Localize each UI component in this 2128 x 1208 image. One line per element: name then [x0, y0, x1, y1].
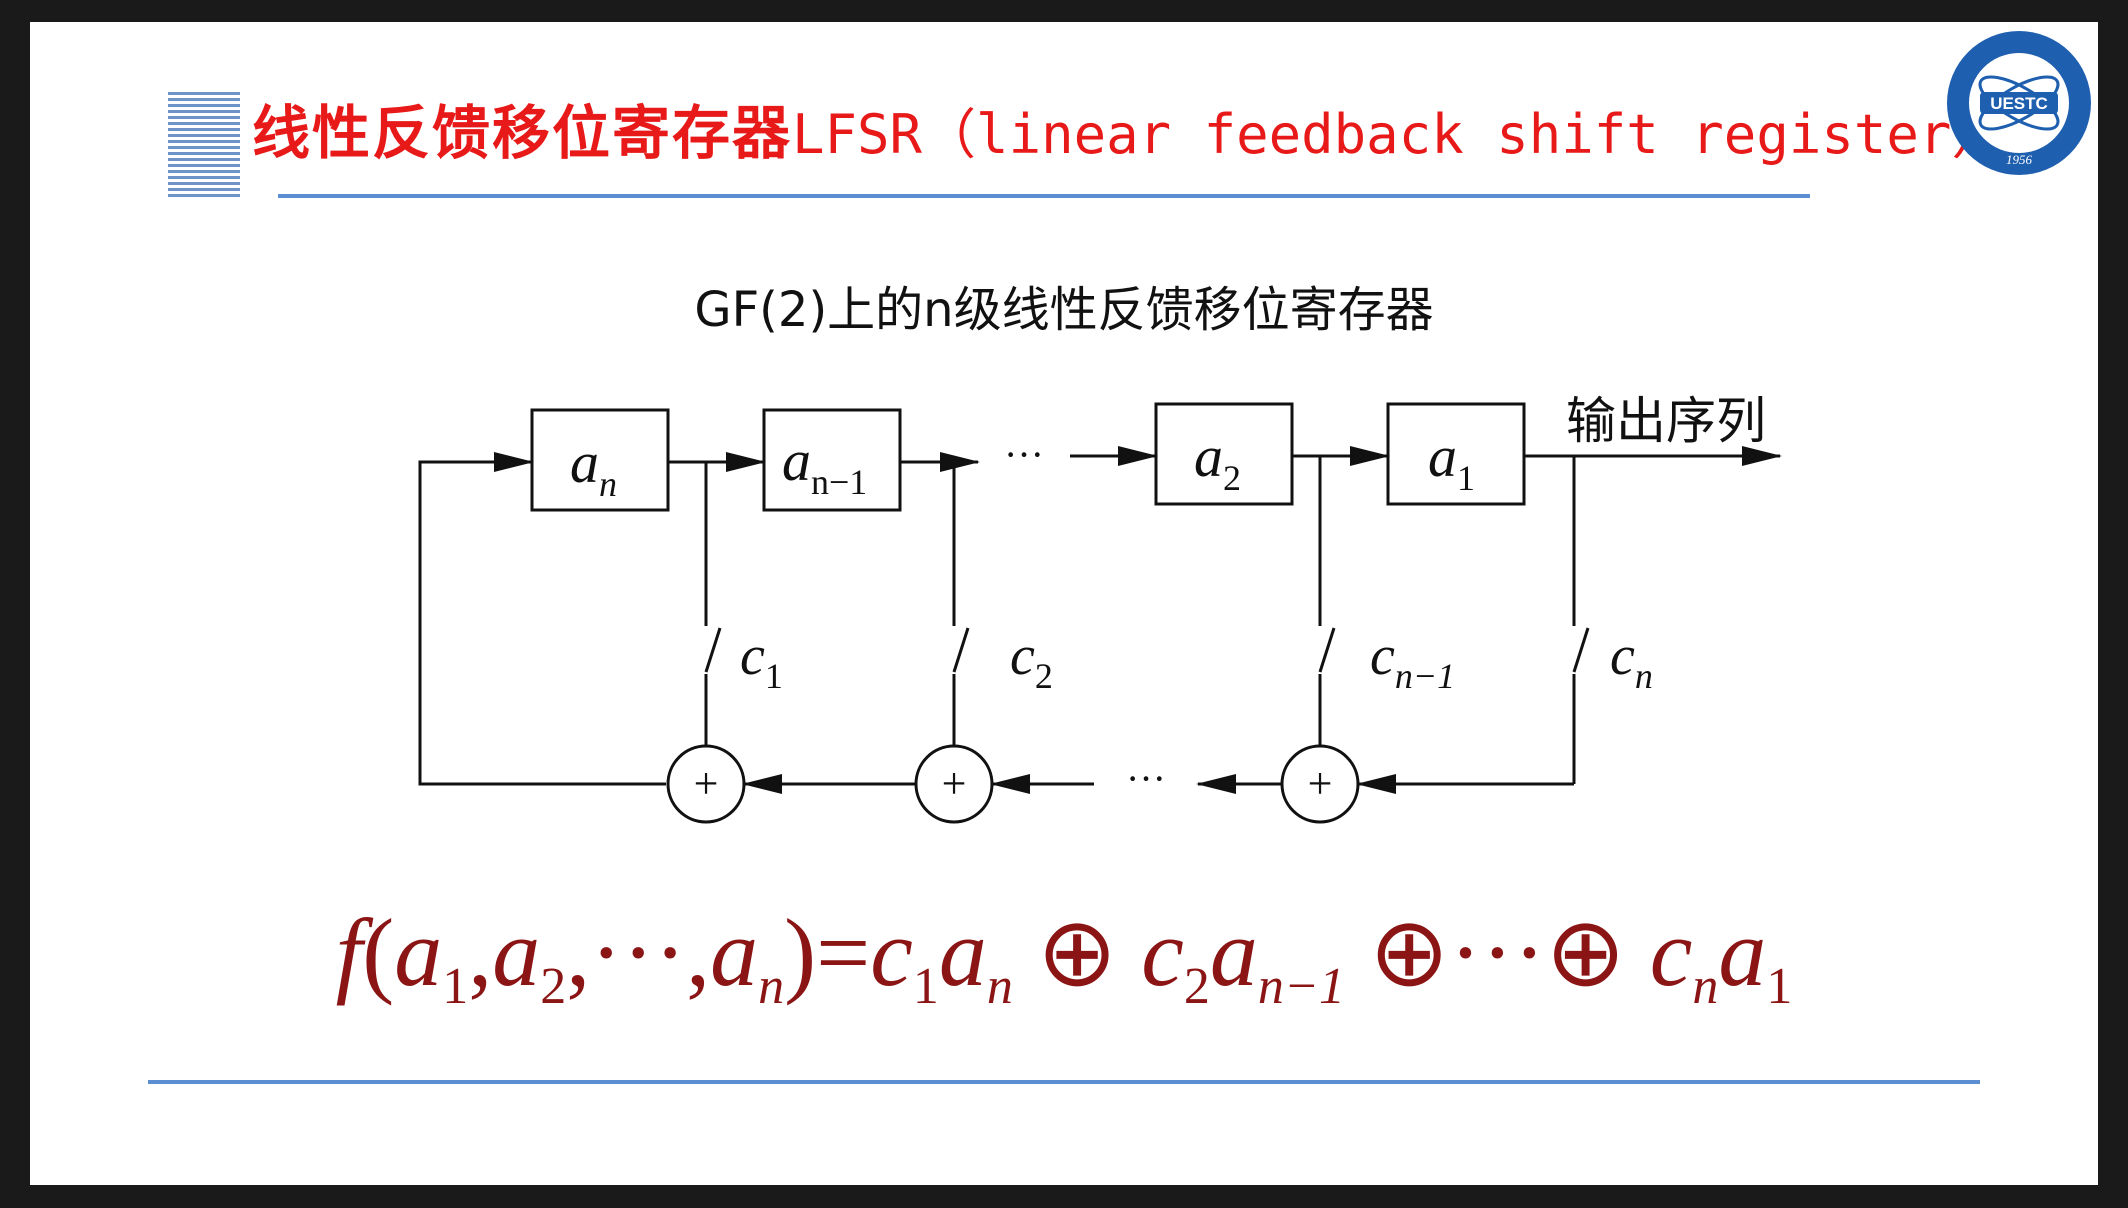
uestc-logo-icon: UESTC 1956 — [1947, 31, 2091, 175]
title-decoration — [168, 92, 240, 198]
slide: 线性反馈移位寄存器LFSR（linear feedback shift regi… — [30, 22, 2098, 1185]
switch-cn-1-label: cn−1 — [1370, 625, 1455, 696]
logo-text: UESTC — [1990, 94, 2048, 113]
output-sequence-label: 输出序列 — [1566, 392, 1766, 450]
title-chinese: 线性反馈移位寄存器 — [252, 99, 793, 167]
switch-cn-label: cn — [1610, 625, 1653, 696]
register-an-1-label: an−1 — [782, 428, 867, 502]
switch-c2-label: c2 — [1010, 625, 1053, 696]
adder-plus-2: + — [942, 759, 967, 808]
bottom-ellipsis: ··· — [1126, 756, 1166, 801]
register-a1-label: a1 — [1428, 424, 1475, 498]
diagram-caption: GF(2)上的n级线性反馈移位寄存器 — [694, 282, 1434, 338]
bottom-rule — [148, 1080, 1980, 1084]
logo-year: 1956 — [2006, 152, 2033, 167]
adder-plus-n-1: + — [1308, 759, 1333, 808]
adder-plus-1: + — [694, 759, 719, 808]
top-ellipsis: ··· — [1004, 432, 1044, 477]
title-english: LFSR（linear feedback shift register） — [792, 103, 2006, 166]
lfsr-diagram: ··· ··· + + + an an−1 a2 a1 c1 c2 cn−1 c… — [418, 392, 1782, 824]
register-an-label: an — [570, 430, 617, 504]
feedback-function-formula: f(a1,a2,···,an)=c1an ⊕ c2an−1 ⊕···⊕ cna1 — [335, 899, 1793, 1015]
switch-c1-label: c1 — [740, 625, 783, 696]
slide-title: 线性反馈移位寄存器LFSR（linear feedback shift regi… — [252, 96, 2005, 171]
title-underline — [278, 194, 1810, 198]
register-a2-label: a2 — [1194, 424, 1241, 498]
